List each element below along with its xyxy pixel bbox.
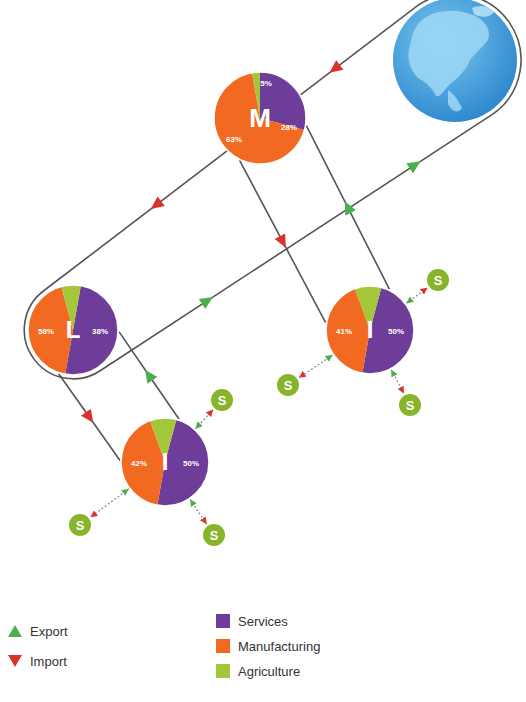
region-letter: L — [66, 318, 81, 342]
supply-link — [391, 370, 404, 394]
continent — [472, 6, 494, 17]
legend-arrow — [8, 624, 22, 638]
economy-pie: M 5% 28% 63% — [213, 71, 307, 165]
share-percent: 41% — [336, 328, 352, 336]
share-percent: 50% — [388, 328, 404, 336]
legend-swatch — [216, 614, 230, 628]
share-percent: 50% — [183, 460, 199, 468]
legend-text: Manufacturing — [238, 638, 320, 656]
trade-flow — [59, 374, 120, 461]
region-letter: S — [210, 529, 219, 542]
legend-swatch — [216, 664, 230, 678]
supply-link — [190, 499, 207, 524]
globe — [393, 0, 517, 122]
legend-entry: Manufacturing — [216, 637, 320, 655]
trade-flow — [240, 160, 326, 322]
economy-pie: L 58% 38% — [27, 284, 119, 376]
continent — [448, 90, 462, 111]
supply-link — [406, 288, 427, 304]
trade-loop — [24, 0, 521, 379]
supplier-disc — [398, 393, 422, 417]
share-percent: 42% — [131, 460, 147, 468]
supplier-circle: S — [397, 392, 423, 418]
legend-arrow — [8, 654, 22, 668]
pie-rim — [121, 418, 209, 506]
share-percent: 63% — [226, 136, 242, 144]
region-letter: S — [284, 379, 293, 392]
legend-swatch — [216, 639, 230, 653]
economy-pie: I 41% 50% — [325, 285, 415, 375]
legend-text: Services — [238, 613, 288, 631]
region-letter: S — [406, 399, 415, 412]
region-letter: S — [76, 519, 85, 532]
supplier-circle: S — [67, 512, 93, 538]
legend-text: Export — [30, 623, 68, 641]
supplier-disc — [202, 523, 226, 547]
supplier-disc — [426, 268, 450, 292]
supplier-disc — [68, 513, 92, 537]
share-percent: 38% — [92, 328, 108, 336]
region-letter: I — [367, 318, 374, 342]
supply-link — [90, 489, 128, 517]
legend-entry: Export — [8, 622, 68, 640]
region-letter: M — [249, 105, 271, 131]
share-percent: 28% — [281, 124, 297, 132]
trade-flow — [119, 332, 179, 420]
pie-rim — [214, 72, 306, 164]
region-letter: I — [162, 450, 169, 474]
economy-pie: I 42% 50% — [120, 417, 210, 507]
supplier-circle: S — [201, 522, 227, 548]
supply-link — [195, 410, 213, 429]
legend-text: Import — [30, 653, 67, 671]
legend-text: Agriculture — [238, 663, 300, 681]
pie-rim — [28, 285, 118, 375]
pie-rim — [326, 286, 414, 374]
share-percent: 58% — [38, 328, 54, 336]
import-arrow — [147, 60, 343, 214]
supply-link — [299, 355, 333, 378]
supplier-disc — [210, 388, 234, 412]
supplier-circle: S — [209, 387, 235, 413]
supplier-circle: S — [275, 372, 301, 398]
share-percent: 5% — [260, 80, 272, 88]
continent — [408, 11, 489, 97]
supplier-disc — [276, 373, 300, 397]
export-arrow — [199, 156, 424, 309]
legend-entry: Agriculture — [216, 662, 300, 680]
supplier-circle: S — [425, 267, 451, 293]
region-letter: S — [434, 274, 443, 287]
legend-entry: Import — [8, 652, 67, 670]
region-letter: S — [218, 394, 227, 407]
legend-entry: Services — [216, 612, 288, 630]
trade-flow — [306, 126, 389, 290]
